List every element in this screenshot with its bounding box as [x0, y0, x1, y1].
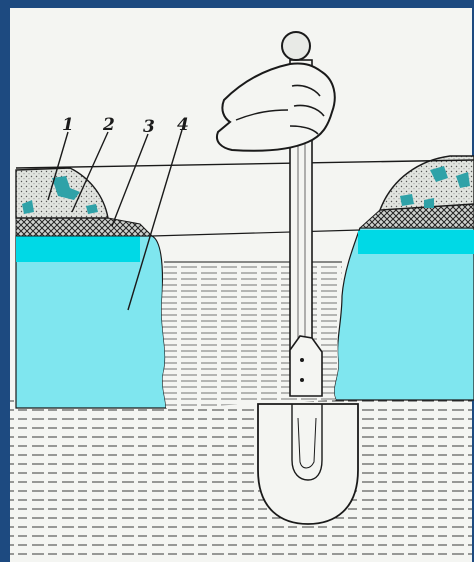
label-1: 1	[62, 115, 74, 135]
water-body	[10, 400, 472, 562]
ice-top-strip-left	[16, 236, 140, 262]
label-4: 4	[177, 115, 189, 135]
label-2: 2	[102, 115, 115, 135]
ice-top-strip-right	[358, 230, 474, 254]
label-3: 3	[143, 117, 155, 137]
